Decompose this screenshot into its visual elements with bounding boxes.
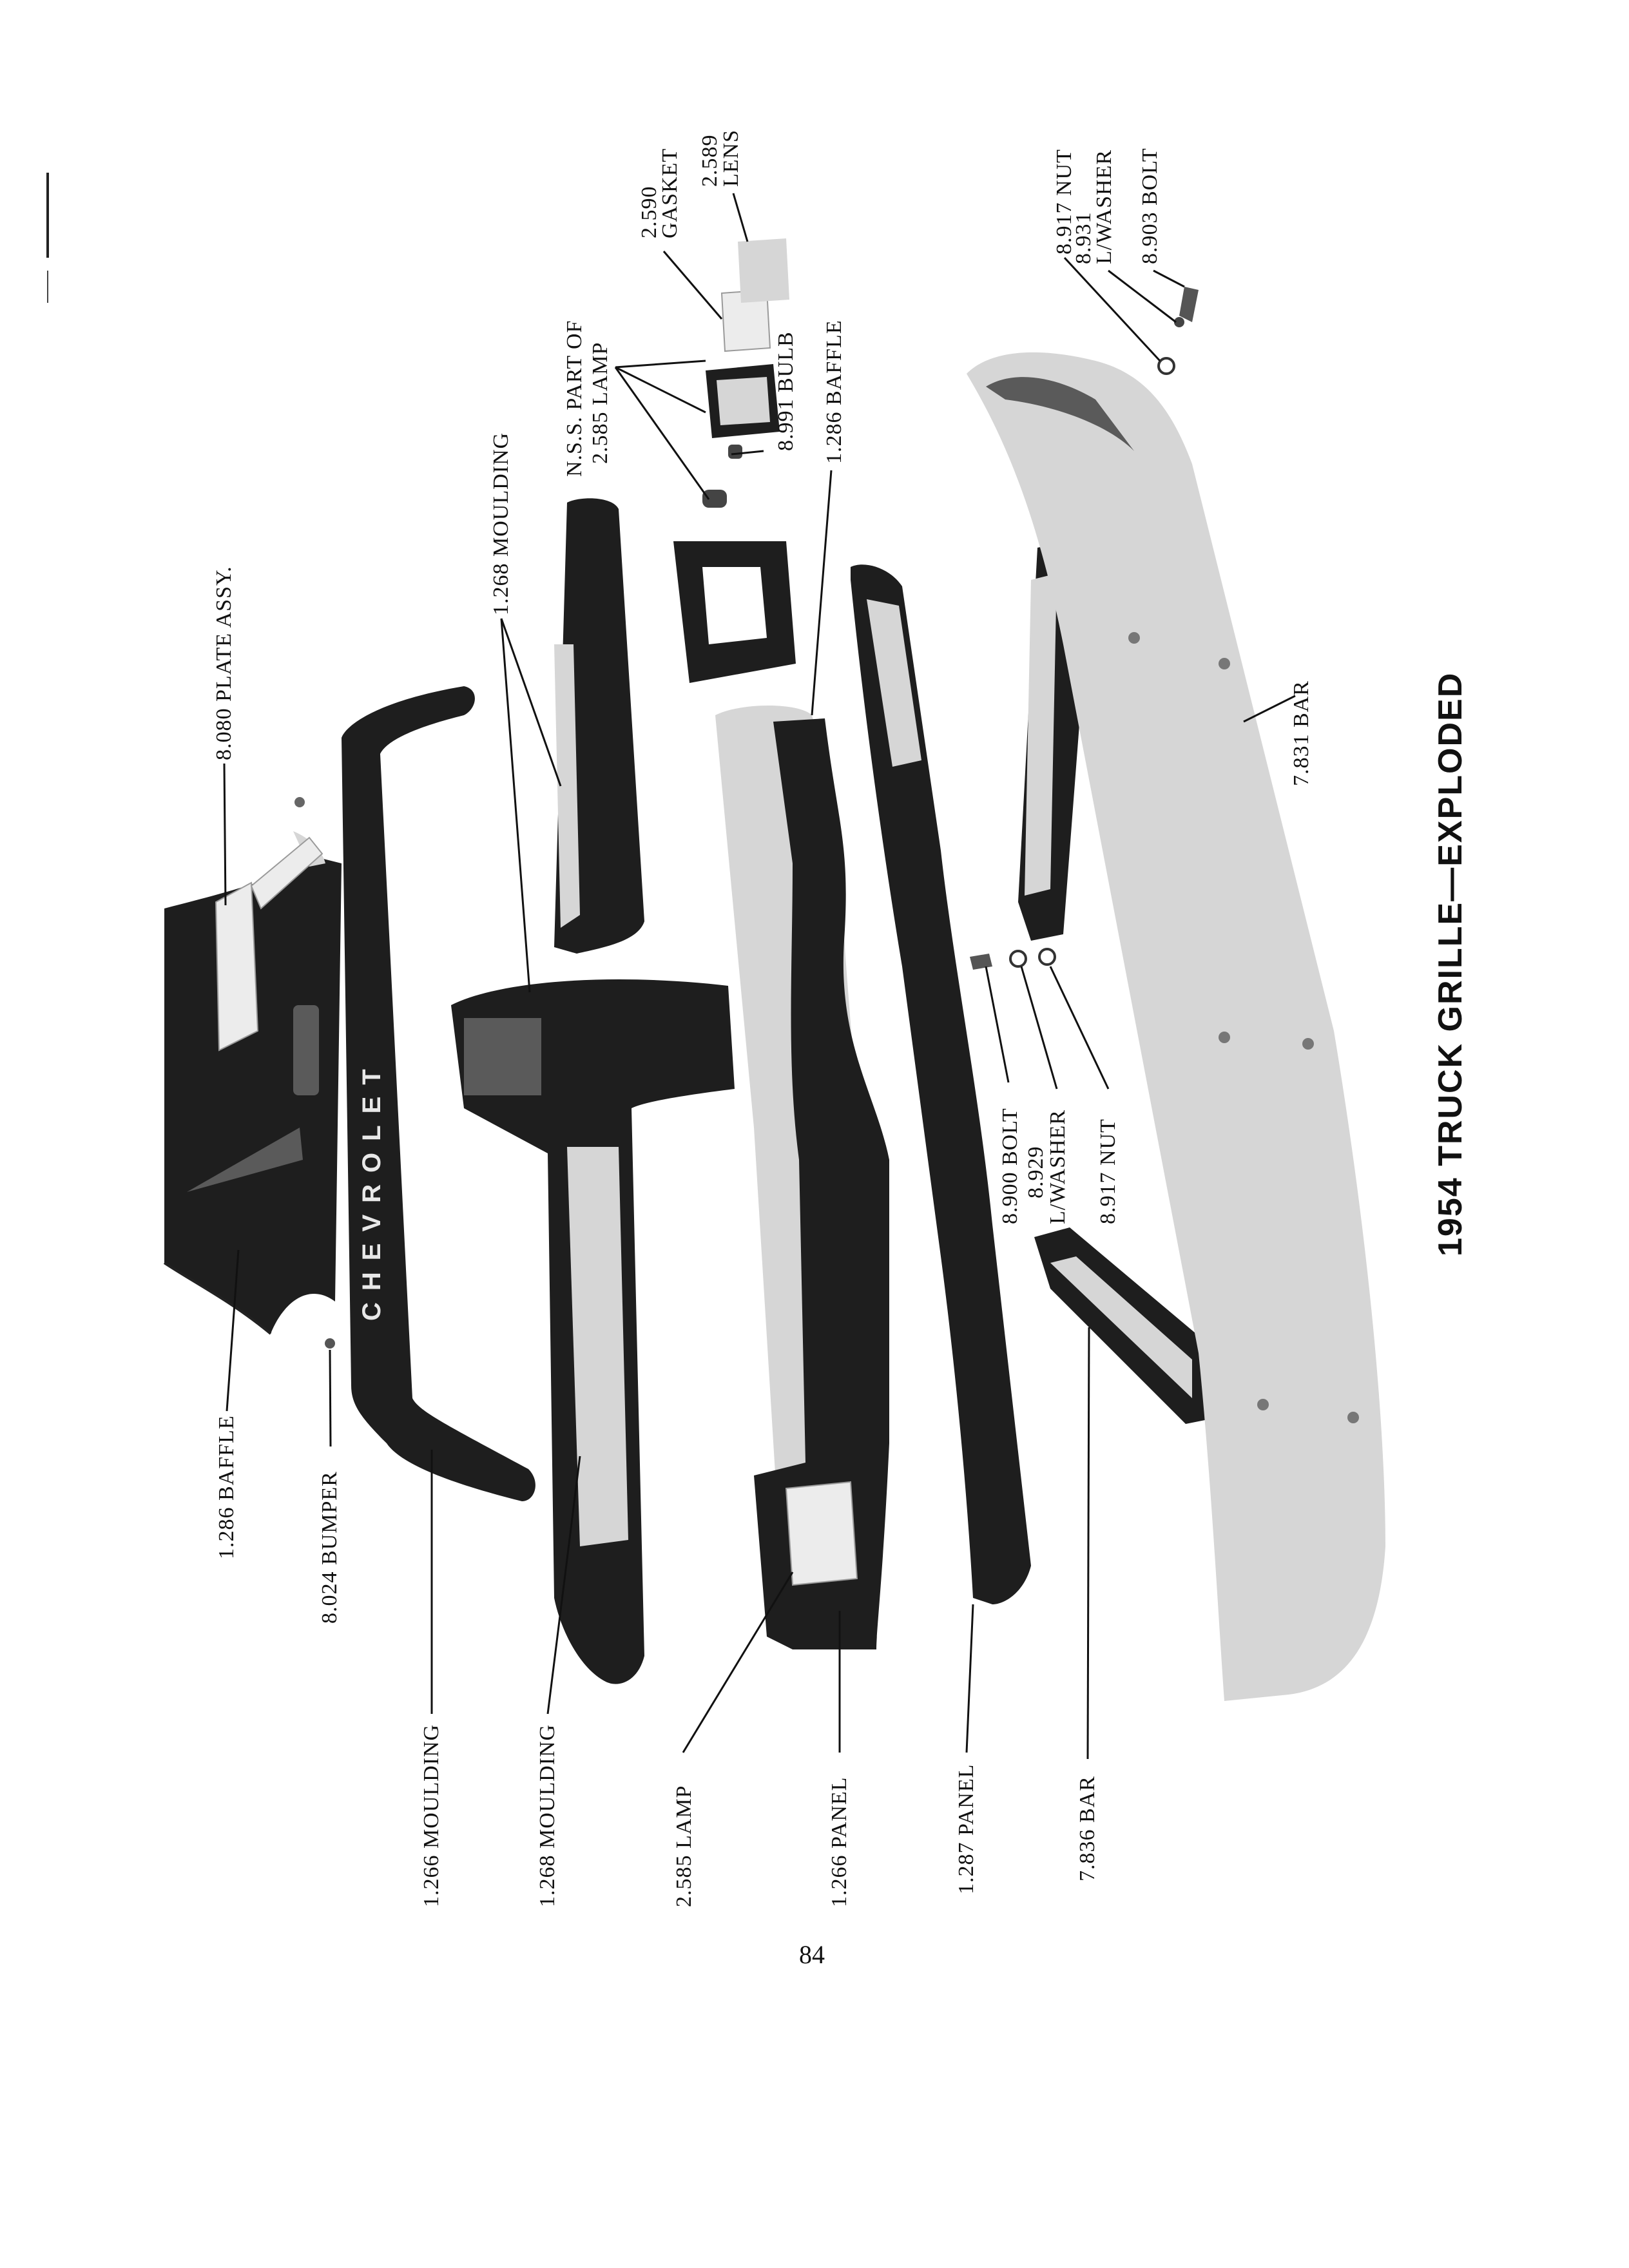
label-washer-929-num: 8.929 xyxy=(1024,1146,1048,1199)
lamp-assembly-part xyxy=(702,238,789,508)
hardware-lower-part xyxy=(970,948,1056,970)
label-lens-num: 2.589 xyxy=(698,135,722,187)
label-washer-top-num: 8.931 xyxy=(1072,212,1095,265)
diagram-title: 1954 TRUCK GRILLE—EXPLODED xyxy=(1432,672,1469,1256)
moulding-266-part: CHEVROLET xyxy=(342,686,535,1501)
label-nss-line1: N.S.S. PART OF xyxy=(563,320,586,477)
labels: 8.080 PLATE ASSY. 1.268 MOULDING N.S.S. … xyxy=(212,130,1313,1907)
bracket-lower-part xyxy=(1034,1227,1218,1424)
label-bar-836: 7.836 BAR xyxy=(1075,1776,1099,1881)
panel-266-part xyxy=(715,706,889,1649)
label-baffle-left: 1.286 BAFFLE xyxy=(215,1415,238,1559)
label-washer-929-name: L/WASHER xyxy=(1046,1110,1070,1224)
baffle-right-part xyxy=(673,541,796,683)
hardware-upper-part xyxy=(1157,287,1199,375)
label-washer-top-name: L/WASHER xyxy=(1092,149,1116,264)
label-bar-831: 7.831 BAR xyxy=(1289,680,1313,786)
label-bolt-900: 8.900 BOLT xyxy=(998,1108,1022,1224)
bumper-bolt-part xyxy=(325,1338,335,1349)
label-moulding-266: 1.266 MOULDING xyxy=(419,1724,443,1907)
bar-831-part xyxy=(967,352,1385,1702)
label-bumper: 8.024 BUMPER xyxy=(318,1471,342,1624)
label-panel-287: 1.287 PANEL xyxy=(954,1764,978,1894)
label-gasket-num: 2.590 xyxy=(637,186,661,239)
chevrolet-badge-text: CHEVROLET xyxy=(358,1057,386,1321)
label-baffle-right: 1.286 BAFFLE xyxy=(822,320,846,464)
label-gasket-name: GASKET xyxy=(658,148,682,238)
label-plate-assy: 8.080 PLATE ASSY. xyxy=(212,566,236,760)
label-nut-top: 8.917 NUT xyxy=(1052,149,1076,255)
leader-lines xyxy=(223,193,1296,1760)
label-lamp: 2.585 LAMP xyxy=(672,1785,696,1907)
panel-287-part xyxy=(851,564,1031,1604)
label-nut-917: 8.917 NUT xyxy=(1096,1119,1120,1224)
label-bolt-top: 8.903 BOLT xyxy=(1138,148,1162,264)
moulding-268-lower-part xyxy=(451,979,735,1684)
label-moulding-top: 1.268 MOULDING xyxy=(489,432,513,615)
label-lens-name: LENS xyxy=(719,130,743,187)
label-bulb: 8.991 BULB xyxy=(774,331,798,451)
plate-assy-part xyxy=(215,797,323,1052)
label-nss-line2: 2.585 LAMP xyxy=(588,342,612,464)
baffle-left-part xyxy=(163,831,342,1335)
label-panel-266: 1.266 PANEL xyxy=(827,1777,851,1907)
label-moulding-268: 1.268 MOULDING xyxy=(535,1724,559,1907)
page-number: 84 xyxy=(799,1940,825,1969)
moulding-268-upper-part xyxy=(554,498,644,954)
